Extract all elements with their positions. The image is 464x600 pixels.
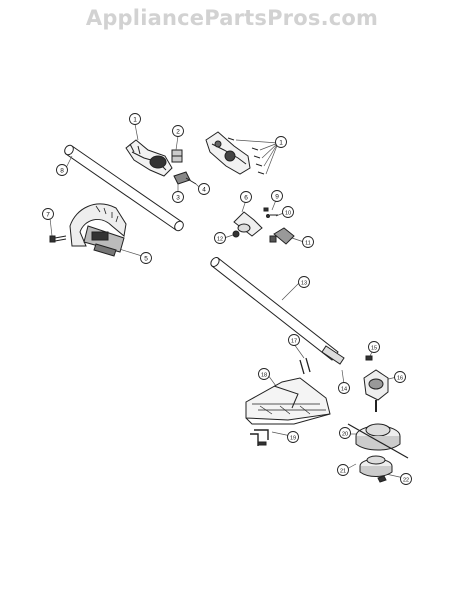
callout-c1a: 1 (129, 113, 141, 125)
callout-circle (42, 208, 54, 220)
callout-number: 7 (46, 211, 50, 218)
bolt (49, 235, 67, 243)
small-nut (365, 355, 373, 361)
callout-circle (140, 252, 152, 264)
callout-c13: 13 (298, 276, 310, 288)
callout-circle (275, 136, 287, 148)
clamp-knob (269, 227, 295, 245)
callout-circle (302, 236, 314, 248)
callout-c8: 8 (56, 164, 68, 176)
callout-number: 18 (261, 372, 267, 378)
callout-number: 1 (133, 116, 137, 123)
callout-circle (288, 334, 300, 346)
callout-circle (287, 431, 299, 443)
callout-circle (214, 232, 226, 244)
callout-circle (56, 164, 68, 176)
callout-c1b: 1 (275, 136, 287, 148)
callout-c11: 11 (302, 236, 314, 248)
lower-shaft-tube (210, 257, 345, 365)
callout-c18: 18 (258, 368, 270, 380)
callout-c4: 4 (198, 183, 210, 195)
callout-number: 4 (202, 186, 206, 193)
trigger-part (171, 149, 183, 163)
callout-c9: 9 (271, 190, 283, 202)
callout-circle (282, 206, 294, 218)
callout-number: 8 (60, 167, 64, 174)
callout-number: 9 (275, 193, 279, 200)
site-watermark: AppliancePartsPros.com (85, 6, 379, 30)
pins (299, 357, 311, 375)
callout-circle (394, 371, 406, 383)
callout-circle (198, 183, 210, 195)
callout-c10: 10 (282, 206, 294, 218)
handle-housing-left (125, 139, 173, 177)
callout-circle (271, 190, 283, 202)
callout-number: 6 (244, 194, 248, 201)
callout-c21: 21 (337, 464, 349, 476)
coupler-bracket (232, 211, 263, 238)
callout-circle (368, 341, 380, 353)
callout-c17: 17 (288, 334, 300, 346)
callout-circle (258, 368, 270, 380)
callout-c6: 6 (240, 191, 252, 203)
callout-number: 3 (176, 194, 180, 201)
callout-c15: 15 (368, 341, 380, 353)
callout-number: 1 (279, 139, 283, 146)
callout-c20: 20 (339, 427, 351, 439)
callout-number: 11 (305, 240, 311, 246)
screws-group (227, 137, 265, 175)
callout-circle (172, 191, 184, 203)
switch-clip (173, 171, 197, 185)
gear-head (363, 369, 389, 412)
callout-number: 14 (341, 386, 347, 392)
spool-cover (359, 455, 393, 477)
callout-circle (337, 464, 349, 476)
callout-circle (338, 382, 350, 394)
callout-circle (298, 276, 310, 288)
callout-number: 21 (340, 468, 346, 474)
upper-shaft-tube (64, 144, 184, 232)
debris-guard (245, 377, 331, 425)
callout-c2: 2 (172, 125, 184, 137)
callout-number: 5 (144, 255, 148, 262)
callout-circle (129, 113, 141, 125)
callout-number: 16 (397, 375, 403, 381)
callout-number: 22 (403, 477, 409, 483)
callout-circle (339, 427, 351, 439)
trimmer-head (347, 423, 409, 459)
callout-c19: 19 (287, 431, 299, 443)
leader-lines (49, 123, 405, 479)
callout-c16: 16 (394, 371, 406, 383)
retaining-nut (377, 475, 387, 483)
handle-housing-right (205, 131, 251, 175)
callout-number: 17 (291, 338, 297, 344)
callout-number: 19 (290, 435, 296, 441)
callout-number: 2 (176, 128, 180, 135)
callout-number: 10 (285, 210, 291, 216)
callout-number: 12 (217, 236, 223, 242)
callout-circle (400, 473, 412, 485)
hex-keys (250, 429, 269, 446)
callout-c7: 7 (42, 208, 54, 220)
callout-number: 13 (301, 280, 307, 286)
callout-c22: 22 (400, 473, 412, 485)
callout-c3: 3 (172, 191, 184, 203)
callout-c12: 12 (214, 232, 226, 244)
callout-circle (172, 125, 184, 137)
small-hardware (263, 207, 278, 218)
callout-number: 15 (371, 345, 377, 351)
callout-c14: 14 (338, 382, 350, 394)
callout-c5: 5 (140, 252, 152, 264)
callout-circle (240, 191, 252, 203)
d-handle-assembly (69, 203, 127, 257)
callout-number: 20 (342, 431, 348, 437)
